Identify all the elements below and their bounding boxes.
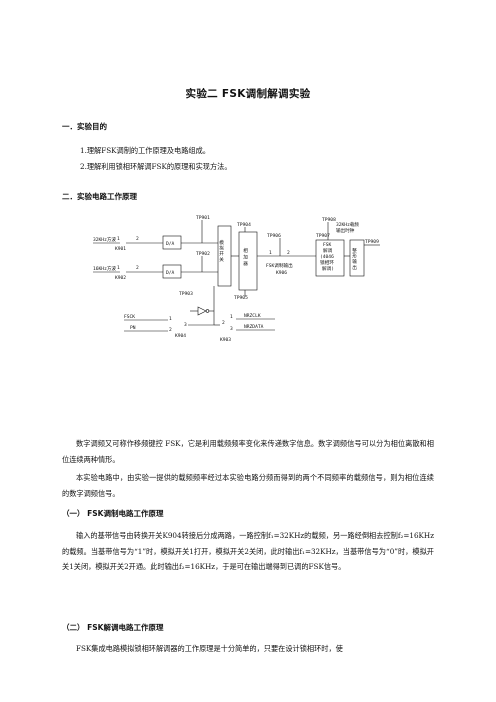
demod-line-5: 解调) xyxy=(322,265,334,272)
k904-pin1: 1 xyxy=(169,316,172,322)
section-heading-principle: 二．实验电路工作原理 xyxy=(62,192,137,201)
demod-line-4: 锁相环 xyxy=(320,259,334,266)
fsk-circuit-diagram: 32KHz方波 1 2 K901 D/A 16KHz方波 1 2 K902 D/… xyxy=(93,215,380,343)
tp903-label: TP903 xyxy=(179,291,193,297)
tp904-label: TP904 xyxy=(237,222,251,228)
fsk-output-label: FSK调制输出 xyxy=(266,262,293,269)
k904-pin2: 2 xyxy=(169,327,172,333)
k903-pin2: 2 xyxy=(222,320,225,326)
paragraph-1: 数字调频又可称作移频键控 FSK，它是利用载频频率变化来传递数字信息。数字调频信… xyxy=(62,439,434,464)
k903-pin1: 1 xyxy=(230,314,233,320)
purpose-item-1: 1.理解FSK调制的工作原理及电路组成。 xyxy=(80,146,210,155)
tp901-label: TP901 xyxy=(196,215,210,221)
da-label-2: D/A xyxy=(166,270,175,276)
analog-switch-label-1: 模拟开关 xyxy=(219,239,224,263)
demod-line-3: (4046 xyxy=(320,254,334,260)
tp902-label: TP902 xyxy=(196,251,210,257)
k906-pin1: 1 xyxy=(269,250,272,256)
k901-pin1: 1 xyxy=(117,236,120,242)
tp906-label: TP906 xyxy=(267,233,281,239)
k902-label: K902 xyxy=(115,275,126,281)
da-converter-2 xyxy=(162,264,182,279)
k906-pin2: 2 xyxy=(287,250,290,256)
purpose-item-2: 2.理解利用锁相环解调FSK的原理和实现方法。 xyxy=(80,162,232,171)
paragraph-3: 输入的基带信号由转换开关K904转接后分成两路，一路控制f₁=32KHz的载频，… xyxy=(62,531,434,571)
inverter-bubble xyxy=(205,309,210,313)
fsk-demodulator-box xyxy=(315,239,345,277)
da-label-1: D/A xyxy=(166,241,175,247)
k901-pin2: 2 xyxy=(136,236,139,242)
tp908-label: TP908 xyxy=(322,217,336,223)
adder-box xyxy=(238,231,258,291)
k902-pin1: 1 xyxy=(117,265,120,271)
k904-pin3: 3 xyxy=(184,322,187,328)
k903-pin3: 3 xyxy=(230,326,233,332)
section-heading-purpose: 一．实验目的 xyxy=(62,122,107,131)
k906-label: K906 xyxy=(276,270,287,276)
tp907-label: TP907 xyxy=(316,233,330,239)
paragraph-2: 本实验电路中，由实验一提供的载频频率经过本实验电路分频而得到的两个不同频率的载频… xyxy=(62,473,434,498)
inverter-symbol xyxy=(197,306,207,316)
input-32khz-label: 32KHz方波 xyxy=(93,236,116,243)
subsection-heading-modulation: （一） FSK调制电路工作原理 xyxy=(62,509,164,518)
paragraph-4: FSK集成电路模拟锁相环解调器的工作原理是十分简单的，只要在设计锁相环时，使 xyxy=(76,644,343,653)
da-converter-1 xyxy=(162,235,182,250)
clock-out-line-2: 输出时钟 xyxy=(336,227,355,234)
k903-label: K903 xyxy=(220,337,231,343)
k901-label: K901 xyxy=(115,246,126,252)
tp909-label: TP909 xyxy=(365,239,379,245)
shaper-label: 整形输出 xyxy=(352,247,357,271)
adder-label: 相加器 xyxy=(243,247,248,268)
demod-line-2: 解调 xyxy=(323,247,333,254)
nrzclk-label: NRZCLK xyxy=(244,313,261,319)
shaper-box xyxy=(349,239,365,277)
tp905-label: TP905 xyxy=(234,295,248,301)
k904-label: K904 xyxy=(175,333,186,339)
fsck-label: FSCK xyxy=(124,314,135,320)
demod-line-1: FSK xyxy=(323,242,332,248)
subsection-heading-demodulation: （二） FSK解调电路工作原理 xyxy=(62,623,164,632)
page-title: 实验二 FSK调制解调实验 xyxy=(185,88,311,100)
input-16khz-label: 16KHz方波 xyxy=(93,265,116,272)
pn-label: PN xyxy=(130,325,136,331)
nrzdata-label: NRZDATA xyxy=(244,324,264,330)
clock-out-line-1: 32KHz载频 xyxy=(336,221,359,228)
k902-pin2: 2 xyxy=(136,265,139,271)
